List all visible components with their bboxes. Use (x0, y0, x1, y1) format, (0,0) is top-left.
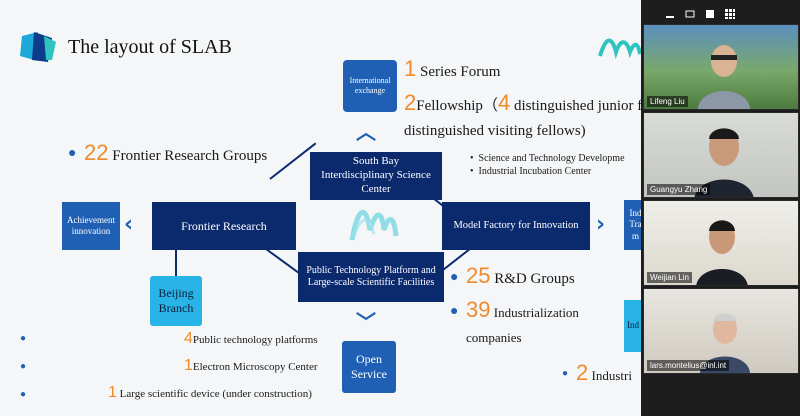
down-chevron-icon: ﹀ (356, 310, 376, 334)
frontier-research-box: Frontier Research (152, 202, 296, 250)
international-exchange-label: International exchange (349, 76, 391, 95)
center-brand-icon (349, 209, 399, 241)
public-tech-platform-box: Public Technology Platform and Large-sca… (298, 252, 444, 302)
electron-microscopy-item: 1Electron Microscopy Center (184, 357, 318, 374)
bullet: ● (68, 146, 77, 161)
achievement-innovation-box: Achievement innovation (62, 202, 120, 250)
open-service-box: Open Service (342, 341, 396, 393)
large-device-item: 1 Large scientific device (under constru… (108, 384, 312, 401)
model-list-item-2: • Industrial Incubation Center (470, 166, 592, 177)
grid-view-icon[interactable] (725, 9, 735, 19)
brand-mark-icon (598, 38, 642, 60)
participant-video-tile[interactable]: Lifeng Liu (643, 24, 799, 110)
bullet: ● (20, 361, 27, 372)
slide-title: The layout of SLAB (68, 36, 232, 58)
participant-avatar (694, 128, 754, 197)
international-exchange-box: International exchange (343, 60, 397, 112)
industrialization-item-line2: companies (466, 330, 522, 345)
layout-strip-icon[interactable] (685, 9, 695, 19)
participant-video-tile[interactable]: lars.montelius@inl.int (643, 288, 799, 374)
participant-video-tile[interactable]: Guangyu Zhang (643, 112, 799, 198)
connector-line (175, 250, 177, 276)
bullet: ● (450, 270, 459, 285)
beijing-branch-box: Beijing Branch (150, 276, 202, 326)
layout-single-icon[interactable] (705, 9, 715, 19)
industrial-park-box: Ind (624, 300, 644, 352)
series-forum-item: 1 Series Forum (404, 56, 501, 81)
bullet: ● (20, 333, 27, 344)
bullet: ● (562, 368, 569, 379)
platforms-item: 4Public technology platforms (184, 330, 318, 347)
participant-avatar (696, 220, 748, 285)
fellowship-item: 2Fellowship（4 distinguished junior f (404, 90, 643, 115)
video-gallery-panel: Lifeng Liu Guangyu Zhang Weijian Lin lar… (641, 0, 800, 416)
left-chevron-icon: ‹ (124, 212, 134, 237)
participant-name: lars.montelius@inl.int (647, 360, 730, 371)
participant-name: Guangyu Zhang (647, 184, 711, 195)
participant-name: Weijian Lin (647, 272, 692, 283)
model-factory-box: Model Factory for Innovation (442, 202, 590, 250)
model-list-item-1: • Science and Technology Developme (470, 153, 625, 164)
industrialization-item: 39 Industrialization (466, 297, 579, 322)
bullet: ● (20, 389, 27, 400)
industrial-parks-item: 2 Industri (576, 360, 632, 385)
participant-name: Lifeng Liu (647, 96, 688, 107)
bullet: ● (450, 304, 459, 319)
slab-logo-icon (20, 32, 56, 62)
minimize-icon[interactable] (665, 9, 675, 19)
industrial-transform-box: Ind Tra m (624, 200, 644, 250)
up-chevron-icon: ︿ (356, 120, 376, 144)
south-bay-center-box: South Bay Interdisciplinary Science Cent… (310, 152, 442, 200)
frontier-groups-item: 22 Frontier Research Groups (84, 140, 268, 165)
participant-video-tile[interactable]: Weijian Lin (643, 200, 799, 286)
rd-groups-item: 25 R&D Groups (466, 263, 575, 288)
participant-avatar (698, 45, 750, 109)
visiting-fellows-item: distinguished visiting fellows) (404, 123, 586, 139)
right-chevron-icon: › (596, 212, 606, 237)
